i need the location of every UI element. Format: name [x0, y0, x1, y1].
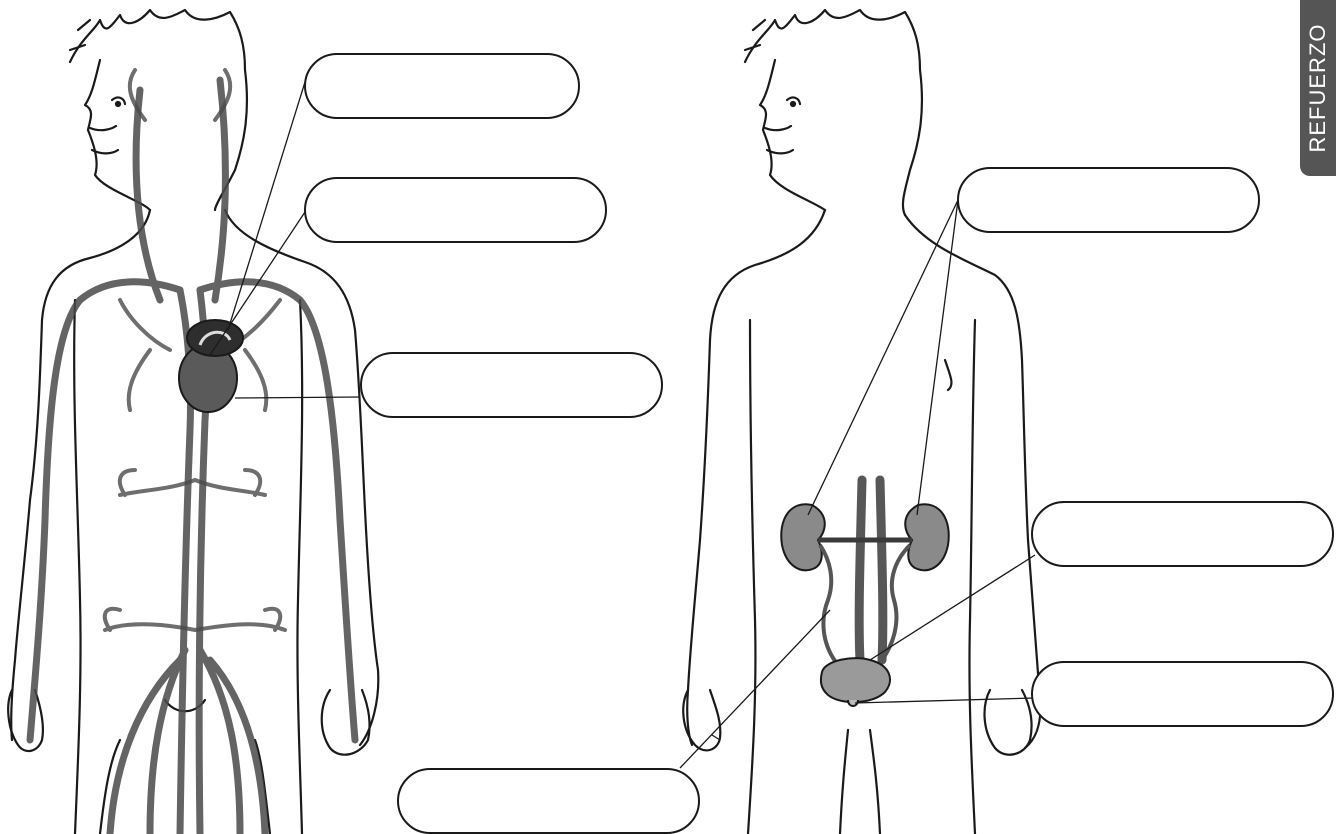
- hair-outline: [70, 10, 245, 70]
- right-hand: [322, 690, 370, 755]
- label-box-kidneys[interactable]: [957, 167, 1260, 233]
- head-outline: [85, 60, 150, 210]
- urinary-organs: [781, 480, 949, 706]
- side-tab-refuerzo: REFUERZO: [1300, 0, 1336, 176]
- heart: [179, 320, 243, 412]
- label-box-vessel-middle[interactable]: [304, 177, 607, 243]
- bladder: [821, 658, 890, 702]
- label-box-ureters[interactable]: [397, 768, 700, 834]
- label-box-bladder[interactable]: [1031, 501, 1334, 567]
- left-hand: [8, 690, 43, 751]
- kidney-right: [905, 504, 949, 570]
- kidney-left: [781, 504, 825, 570]
- left-hand-right: [683, 690, 720, 750]
- aorta-vessels: [859, 480, 883, 660]
- head-outline-right: [760, 60, 825, 210]
- label-box-vessel-top[interactable]: [304, 53, 580, 119]
- urinary-figure: [683, 10, 1040, 834]
- ureter-left: [820, 545, 838, 665]
- label-box-heart[interactable]: [360, 352, 663, 418]
- side-tab-label: REFUERZO: [1305, 24, 1331, 153]
- label-box-urethra[interactable]: [1031, 661, 1334, 727]
